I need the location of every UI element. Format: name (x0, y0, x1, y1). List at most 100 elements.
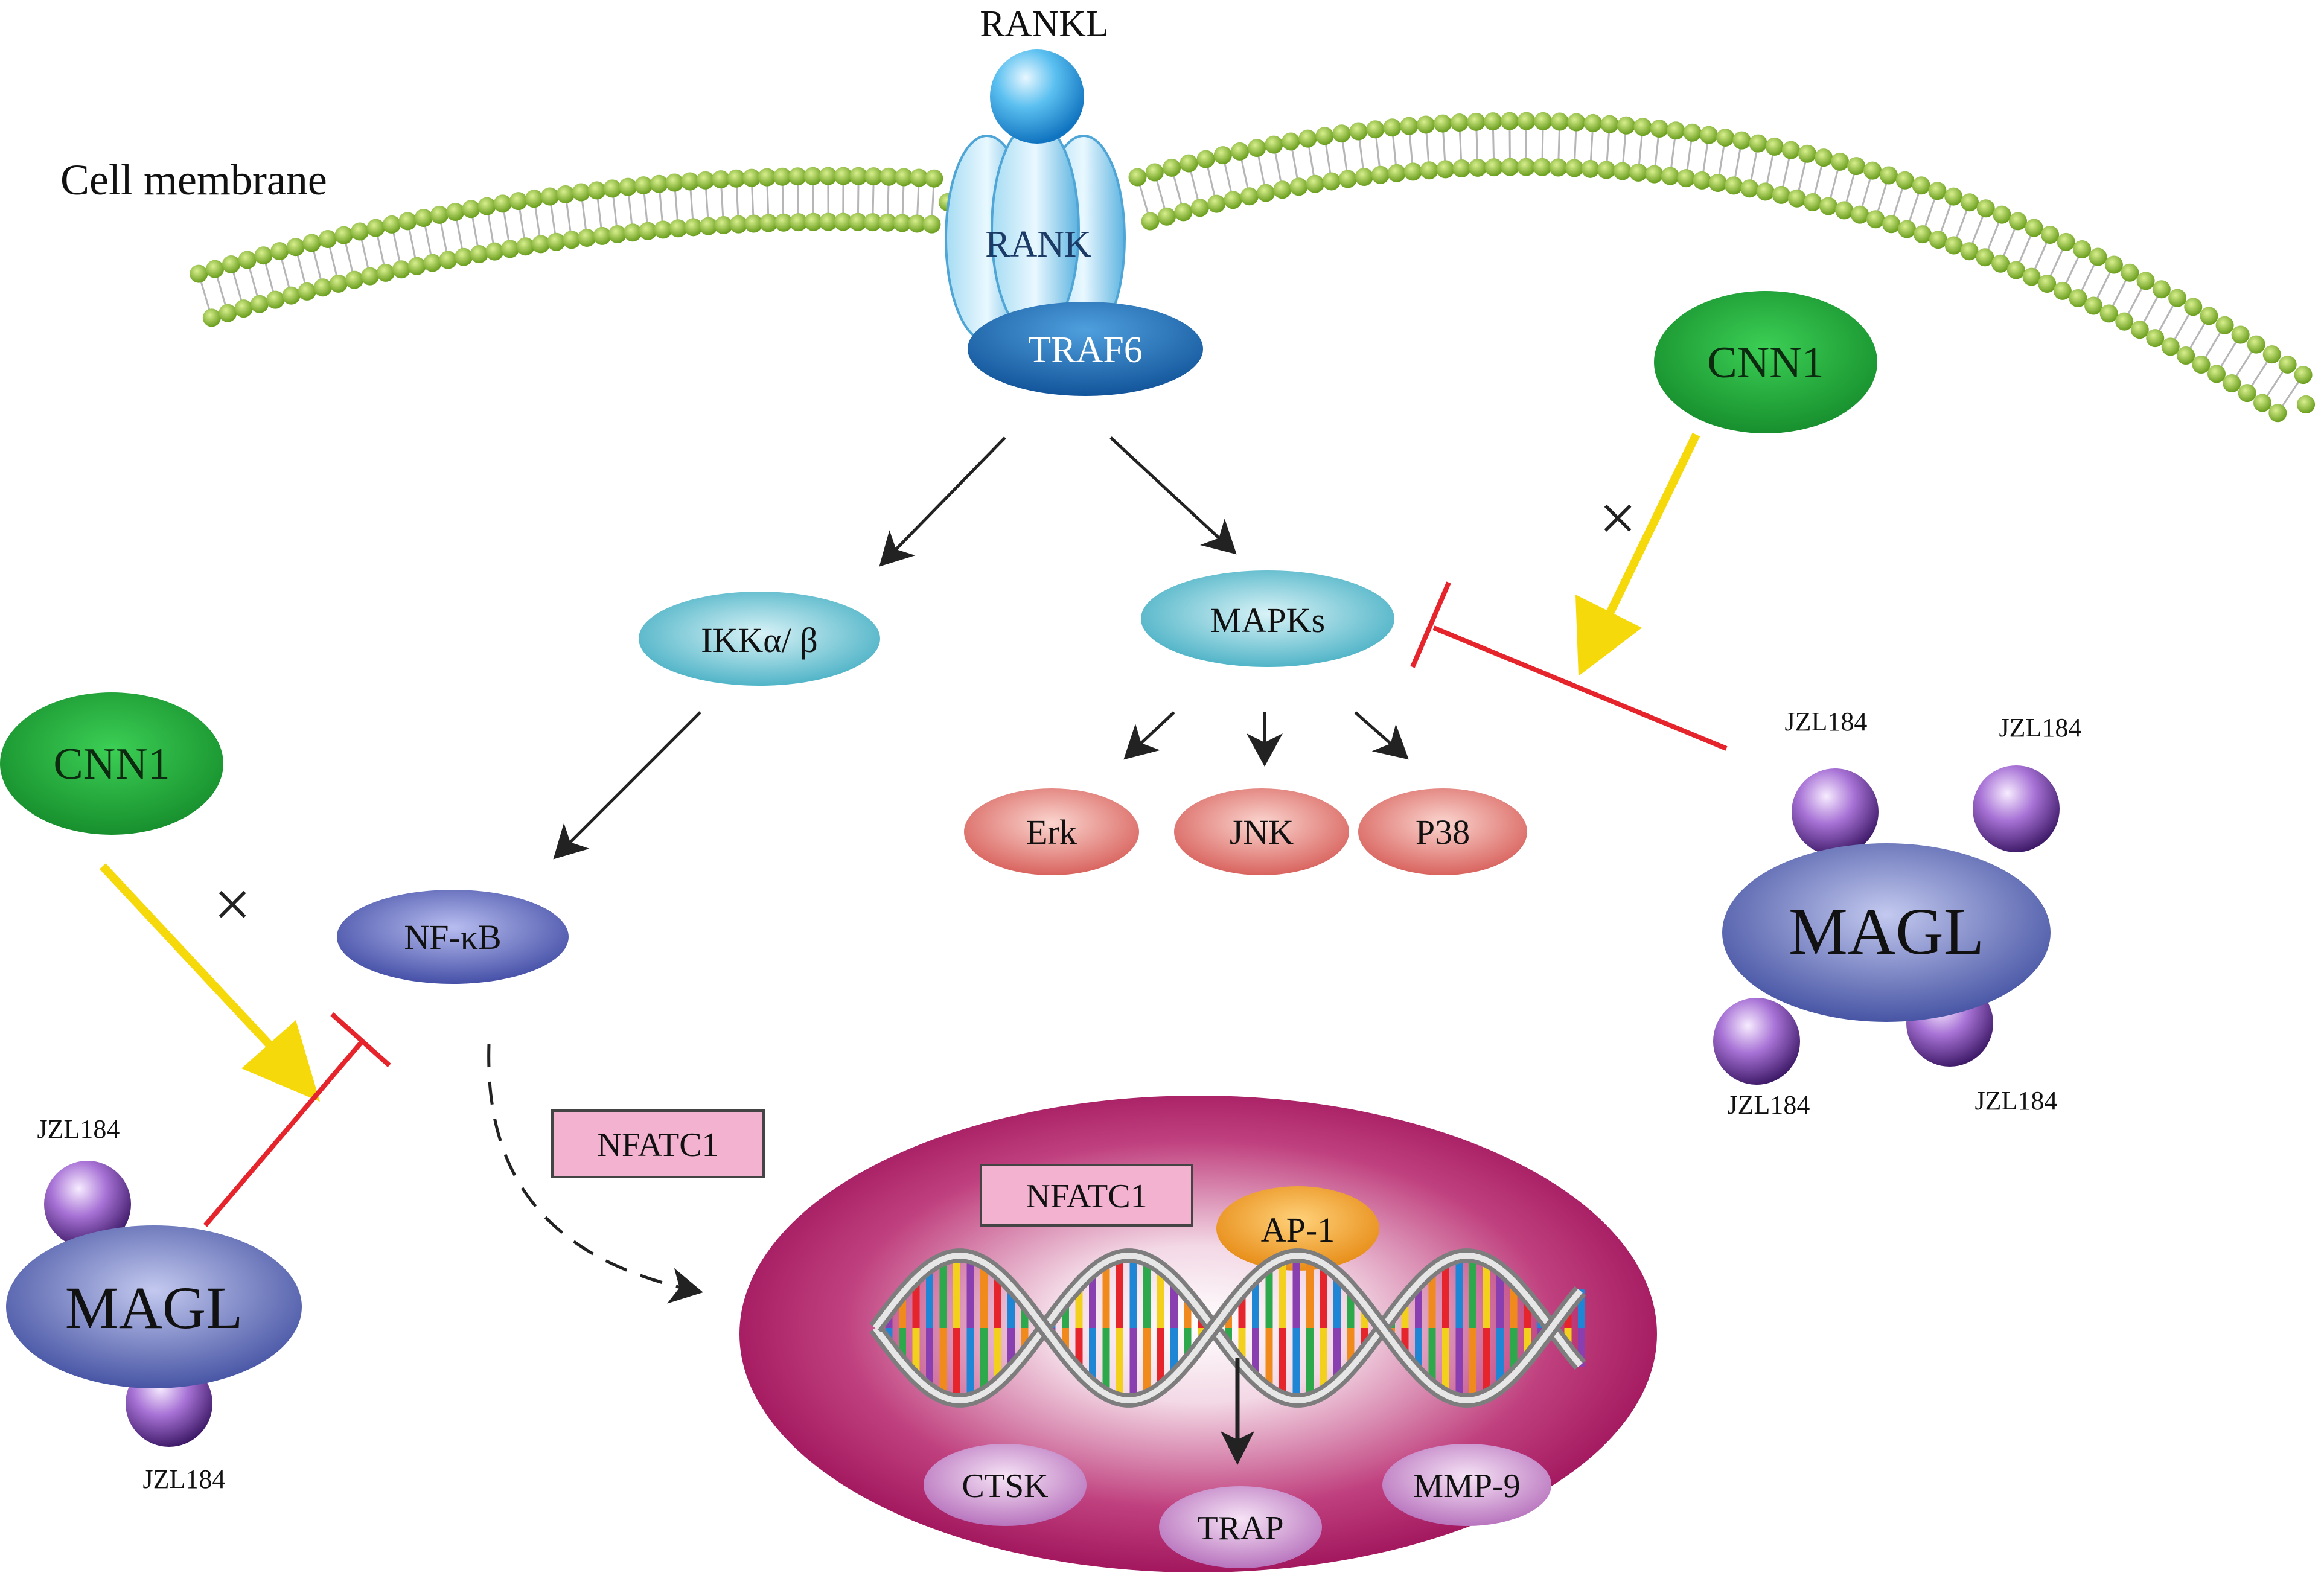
membrane-right-lipid-head (1993, 205, 2011, 224)
membrane-right-lipid-head (1756, 182, 1775, 201)
membrane-right-lipid-head (1725, 176, 1743, 195)
membrane-left-lipid-head (789, 213, 808, 232)
membrane-left-lipid-head (681, 172, 700, 191)
membrane-left-lipid-head (509, 192, 528, 211)
membrane-right-lipid-head (1567, 113, 1586, 132)
membrane-right-lipid-head (2041, 226, 2060, 244)
membrane-right-lipid-head (1355, 167, 1373, 186)
membrane-left-lipid-head (727, 169, 745, 188)
membrane-right-lipid-head (2294, 366, 2313, 385)
nfatc1-nucleus-box (980, 1164, 1193, 1227)
membrane-right-lipid-head (1306, 174, 1324, 193)
membrane-left-lipid-head (834, 212, 852, 231)
membrane-right-lipid-head (1944, 187, 1963, 206)
membrane-right-lipid-head (1163, 158, 1181, 177)
membrane-right-lipid-head (1772, 185, 1790, 204)
membrane-right-lipid-head (1667, 121, 1685, 140)
membrane-left-lipid-head (910, 168, 928, 187)
membrane-right-lipid-head (1960, 242, 1979, 261)
membrane-right-lipid-head (1629, 163, 1648, 182)
dna-backbone-highlight (872, 1253, 1583, 1403)
membrane-left-lipid-head (587, 181, 606, 200)
membrane-right-lipid-head (1213, 146, 1232, 165)
membrane-left-lipid-head (619, 177, 637, 196)
membrane-right-lipid-head (1436, 160, 1455, 179)
membrane-left-lipid-head (593, 226, 611, 245)
membrane-left-lipid-head (525, 190, 543, 208)
membrane-left-lipid-head (608, 225, 627, 243)
membrane-left-lipid-head (922, 215, 941, 234)
membrane-right-lipid-head (2168, 289, 2187, 307)
membrane-right-lipid-head (2192, 356, 2211, 374)
membrane-right-lipid-head (1549, 158, 1568, 177)
cnn1-left-block-mark: × (214, 867, 251, 941)
membrane-left-lipid-head (804, 212, 823, 231)
membrane-right-lipid-head (2038, 275, 2057, 293)
membrane-right-lipid-head (2253, 394, 2271, 412)
mapks-label: MAPKs (1210, 601, 1325, 640)
membrane-right-lipid-head (1190, 199, 1209, 217)
magl-right-inhibit-line (1432, 625, 1728, 751)
membrane-right-lipid-head (2152, 280, 2171, 299)
membrane-left-lipid-head (270, 242, 289, 261)
cnn1-right-block-mark: × (1599, 481, 1636, 555)
membrane-left-lipid-head (254, 246, 273, 265)
ctsk-node (924, 1444, 1087, 1526)
membrane-right-lipid-head (1583, 113, 1602, 132)
membrane-right-lipid-head (2238, 384, 2256, 403)
membrane-left-lipid-head (376, 263, 395, 282)
magl-left-inhibit-bar (330, 1012, 391, 1067)
mmp9-node (1382, 1444, 1551, 1526)
nfatc1-cytoplasm-label: NFATC1 (597, 1126, 718, 1164)
membrane-right-lipid-head (2177, 346, 2195, 365)
magl-left-complex (6, 1161, 302, 1447)
membrane-left-lipid-head (430, 205, 449, 224)
ap1-node (1216, 1186, 1379, 1271)
cnn1-left-label: CNN1 (53, 739, 170, 789)
membrane-right-lipid-head (1787, 189, 1806, 208)
membrane-right-lipid-head (1803, 193, 1822, 211)
jzl184-right-top-right-label: JZL184 (1999, 713, 2082, 742)
membrane-right-lipid-head (1517, 158, 1536, 176)
membrane-right-lipid-head (1882, 215, 1901, 234)
jnk-node (1174, 788, 1349, 875)
membrane-right-lipid-head (1383, 118, 1402, 137)
membrane-left-lipid-head (759, 214, 778, 232)
membrane-right-lipid-head (1683, 123, 1702, 142)
membrane-right-lipid-head (1501, 158, 1519, 176)
membrane-left-lipid-head (878, 213, 897, 232)
membrane-right-lipid-head (1708, 173, 1727, 192)
membrane-left-lipid-head (895, 168, 913, 187)
cnn1-right-arrowhead (1575, 595, 1642, 676)
mapks-node (1141, 570, 1394, 667)
membrane-right-lipid-head (1224, 191, 1242, 209)
membrane-right-lipid-head (2089, 247, 2107, 266)
magl-right-label: MAGL (1789, 895, 1984, 968)
membrane-left-lipid-head (190, 264, 208, 283)
membrane-right-lipid-head (2022, 267, 2041, 286)
p38-node (1358, 788, 1527, 875)
membrane-right-lipid-head (2006, 261, 2025, 279)
membrane-right-lipid-head (1282, 132, 1300, 151)
jzl184-left-top-ball (44, 1161, 131, 1248)
membrane-right-lipid-head (1613, 162, 1632, 180)
membrane-right-lipid-head (2025, 219, 2043, 237)
membrane-right-lipid-head (1835, 201, 1854, 220)
membrane-right-lipid-head (1349, 122, 1368, 141)
membrane-right-lipid-head (1749, 134, 1767, 153)
membrane-left-lipid-head (773, 167, 791, 186)
membrane-right-lipid-head (1180, 154, 1198, 173)
membrane-right-lipid-head (2084, 296, 2103, 315)
membrane-left-lipid-head (423, 254, 442, 272)
trap-node (1159, 1486, 1322, 1568)
membrane-right-lipid-head (2200, 307, 2218, 325)
membrane-left-lipid-head (266, 290, 285, 309)
magl-left-node (6, 1225, 302, 1388)
cnn1-right-label: CNN1 (1707, 338, 1824, 388)
membrane-left-lipid-head (758, 168, 776, 187)
membrane-right-lipid-head (1661, 167, 1679, 185)
membrane-right-lipid-head (1484, 112, 1502, 131)
membrane-right-lipid-head (1847, 157, 1866, 176)
cell-membrane (190, 112, 2315, 423)
membrane-left-lipid-head (238, 251, 257, 269)
